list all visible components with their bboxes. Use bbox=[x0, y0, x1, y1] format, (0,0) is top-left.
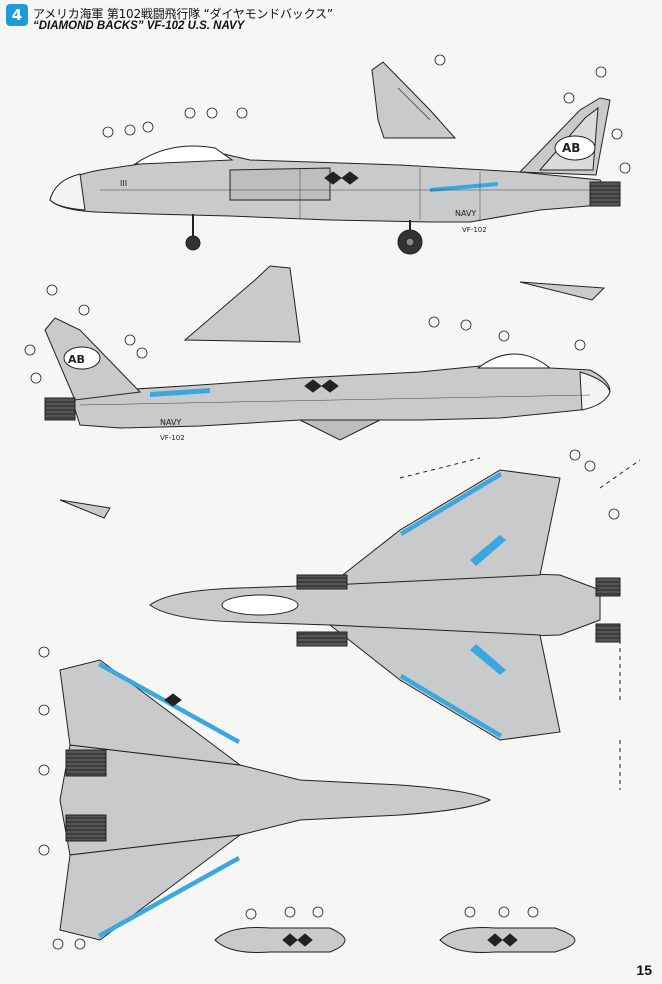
aircraft-right-side-view bbox=[44, 317, 611, 441]
tail-fin-right-view bbox=[183, 265, 301, 343]
drop-tanks bbox=[214, 927, 576, 953]
navy-marking-middle: NAVY bbox=[160, 418, 181, 427]
part-callouts bbox=[24, 54, 631, 950]
step-number-badge: 4 bbox=[6, 4, 28, 26]
side-modex-text: III bbox=[120, 179, 127, 188]
page-number: 15 bbox=[636, 962, 652, 978]
reference-lines bbox=[399, 457, 641, 790]
aircraft-bottom-view bbox=[59, 659, 492, 941]
title-japanese: アメリカ海軍 第102戦闘飛行隊 “ダイヤモンドバックス” bbox=[33, 7, 333, 21]
aircraft-left-side-view bbox=[49, 97, 621, 255]
spare-parts bbox=[59, 281, 606, 519]
title-english: “DIAMOND BACKS” VF-102 U.S. NAVY bbox=[33, 20, 245, 32]
tail-code-top: AB bbox=[562, 141, 580, 155]
tail-fin-top-view bbox=[371, 61, 457, 139]
aircraft-top-view bbox=[149, 469, 621, 741]
tail-code-middle: AB bbox=[68, 353, 85, 366]
navy-marking-top: NAVY bbox=[455, 209, 476, 218]
squadron-marking-middle: VF-102 bbox=[160, 434, 185, 442]
squadron-marking-top: VF-102 bbox=[462, 226, 487, 234]
